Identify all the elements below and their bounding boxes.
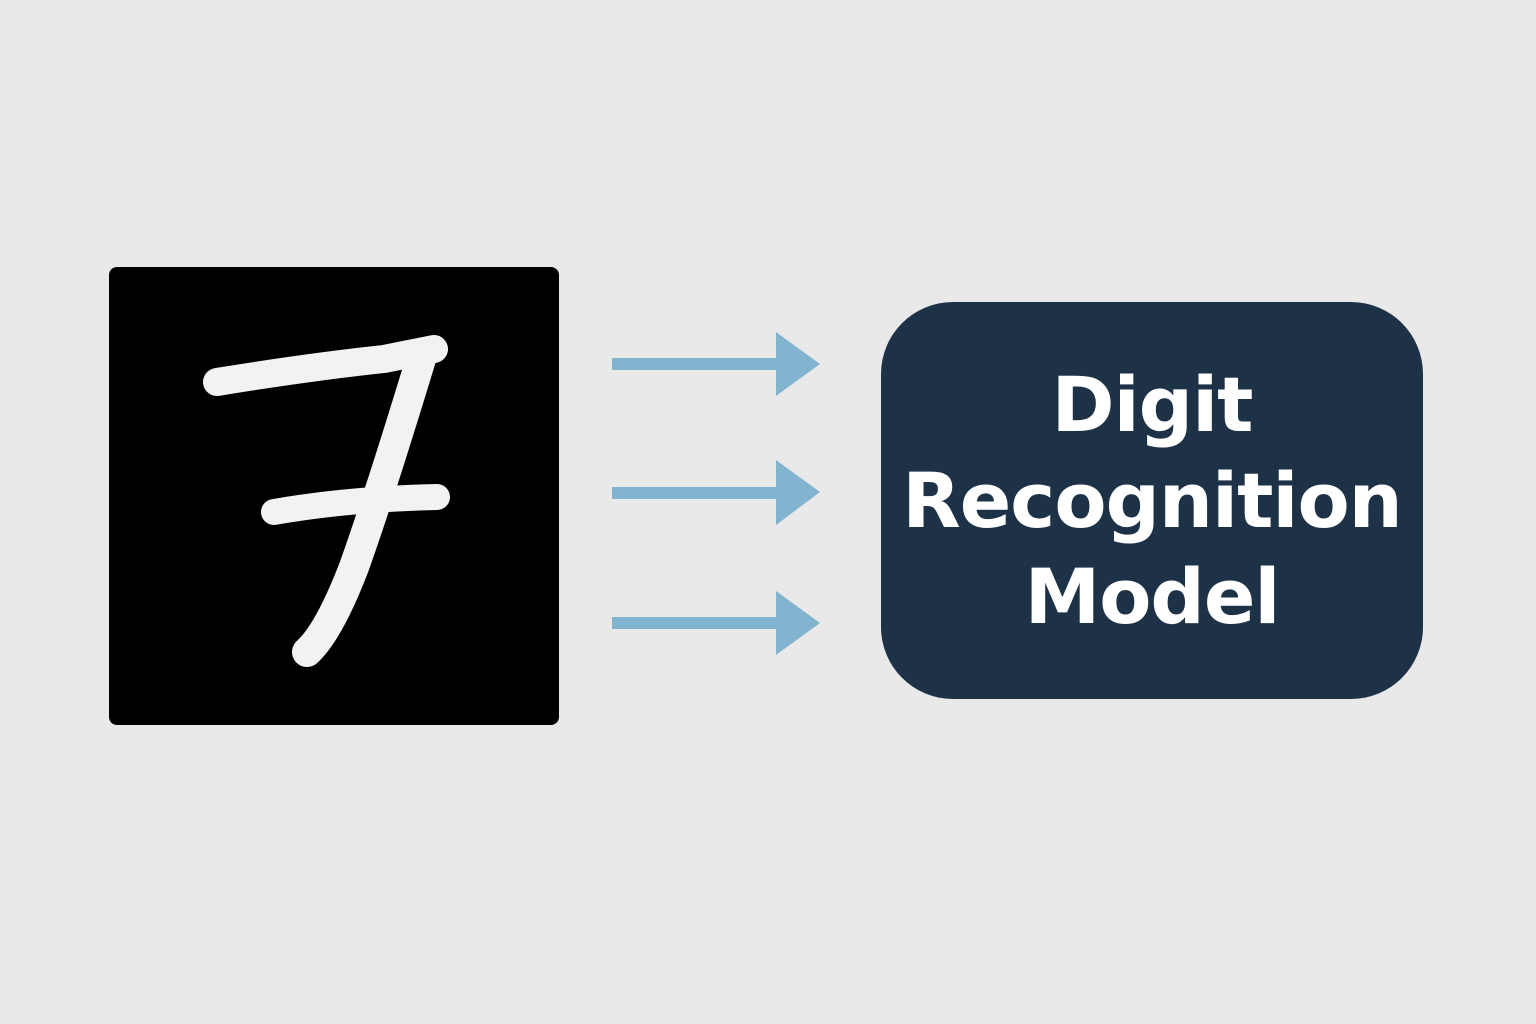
model-label-line-1: Digit (1051, 359, 1254, 449)
digit-recognition-model-box: Digit Recognition Model (881, 302, 1423, 699)
arrow-2-icon (612, 460, 820, 525)
model-label: Digit Recognition Model (902, 357, 1403, 645)
handwritten-seven-icon (203, 335, 450, 667)
model-label-line-2: Recognition (902, 455, 1403, 545)
arrow-1-icon (612, 332, 820, 396)
arrow-3-icon (612, 591, 820, 655)
model-label-line-3: Model (1024, 551, 1281, 641)
input-digit-image (109, 267, 559, 725)
flow-arrows (600, 320, 840, 680)
